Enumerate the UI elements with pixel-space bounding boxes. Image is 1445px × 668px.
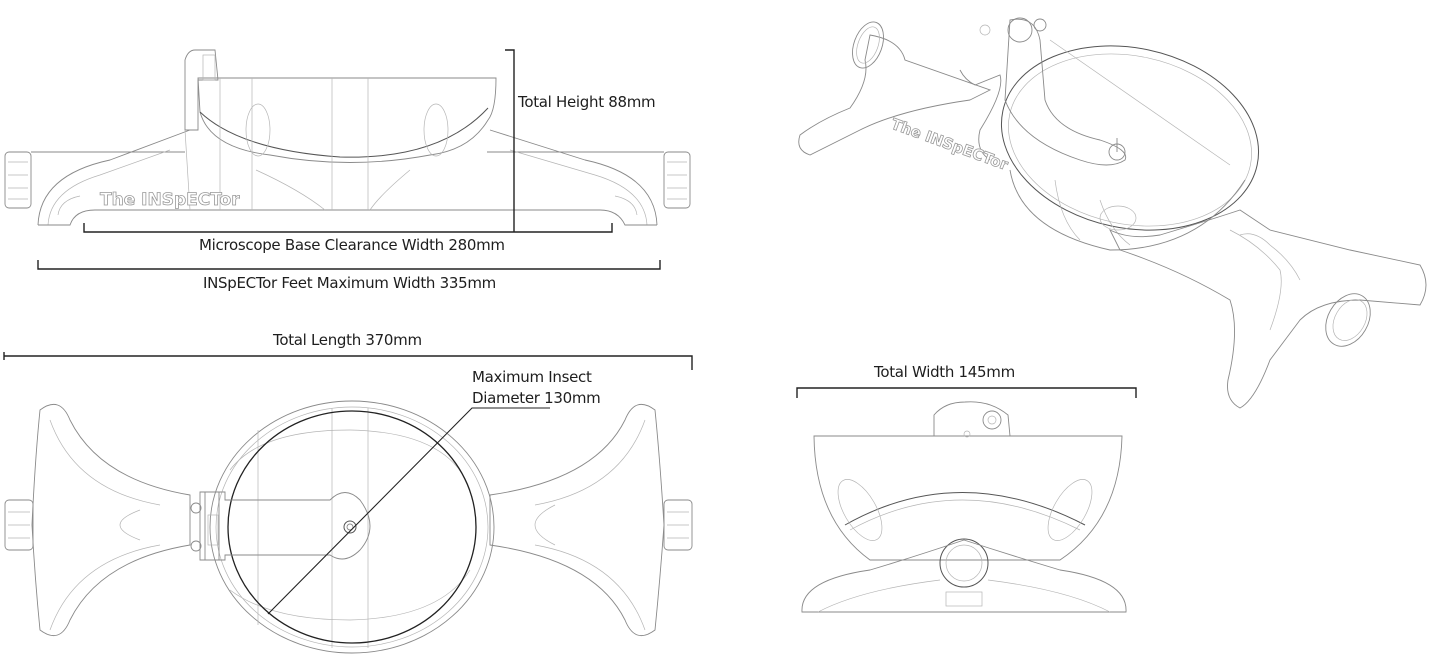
insect-diameter-label-line2: Diameter 130mm bbox=[472, 389, 601, 407]
height-dimension-line bbox=[505, 49, 515, 232]
clearance-dimension-line bbox=[83, 223, 613, 233]
hinge-top-icon bbox=[190, 491, 220, 561]
front-view bbox=[796, 387, 1137, 613]
knob-top-right-icon bbox=[663, 499, 693, 551]
isometric-view: The INSpECTor bbox=[798, 17, 1427, 409]
knob-iso-right-icon bbox=[1325, 293, 1371, 347]
knob-right-icon bbox=[663, 151, 691, 209]
feet-dimension-line bbox=[37, 260, 661, 270]
hinge-iso-icon bbox=[979, 17, 1047, 43]
total-height-label: Total Height 88mm bbox=[518, 93, 656, 111]
product-label-iso: The INSpECTor bbox=[889, 115, 1011, 174]
side-view: The INSpECTor bbox=[4, 49, 691, 270]
top-view bbox=[3, 352, 693, 654]
hinge-front-icon bbox=[933, 401, 1011, 438]
knob-left-icon bbox=[4, 151, 32, 209]
total-length-label: Total Length 370mm bbox=[273, 331, 422, 349]
hinge-icon bbox=[184, 49, 219, 211]
feet-width-label: INSpECTor Feet Maximum Width 335mm bbox=[203, 274, 496, 292]
total-width-label: Total Width 145mm bbox=[874, 363, 1015, 381]
insect-diameter-label-line1: Maximum Insect bbox=[472, 368, 592, 386]
knob-iso-left-icon bbox=[852, 21, 884, 69]
width-dimension-line bbox=[796, 387, 1137, 398]
max-insect-circle bbox=[227, 410, 477, 644]
length-dimension-line bbox=[3, 352, 693, 370]
product-label-side: The INSpECTor bbox=[100, 190, 240, 210]
diameter-leader-line bbox=[267, 407, 550, 615]
knob-top-left-icon bbox=[4, 499, 34, 551]
clearance-width-label: Microscope Base Clearance Width 280mm bbox=[199, 236, 505, 254]
